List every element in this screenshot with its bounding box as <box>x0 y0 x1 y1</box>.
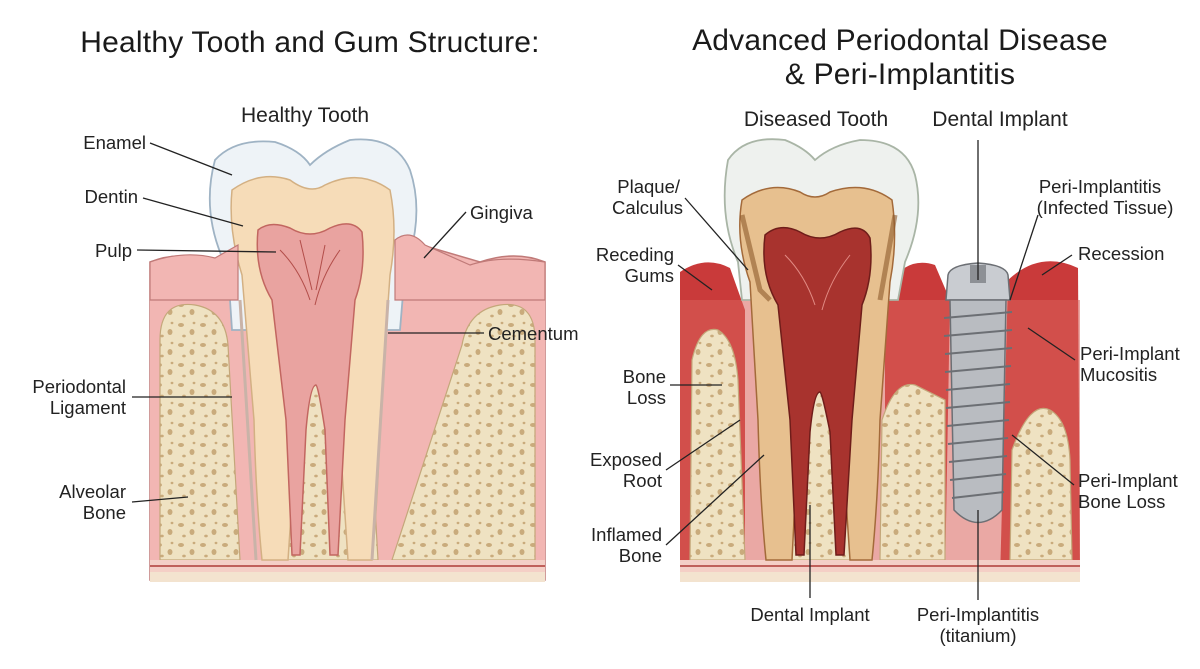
label-bottom-peri-implantitis-2: (titanium) <box>939 625 1017 646</box>
label-peri-implantitis-infected-1: Peri-Implantitis <box>1038 176 1162 197</box>
label-periodontal-ligament-2: Ligament <box>49 397 126 418</box>
right-pulp <box>763 226 872 556</box>
label-bone-loss-2: Loss <box>626 387 666 408</box>
left-subtitle: Healthy Tooth <box>240 104 370 127</box>
left-pulp <box>256 223 364 556</box>
label-bottom-peri-implantitis-1: Peri-Implantitis <box>916 604 1040 625</box>
label-peri-implantitis-infected-2: (Infected Tissue) <box>1036 197 1174 218</box>
right-leader-lines <box>665 140 1076 600</box>
label-peri-implant-bone-loss-1: Peri-Implant <box>1078 470 1178 491</box>
label-gingiva: Gingiva <box>470 202 533 223</box>
label-peri-implant-bone-loss-2: Bone Loss <box>1078 491 1166 512</box>
right-subtitle-tooth: Diseased Tooth <box>743 108 889 131</box>
left-title: Healthy Tooth and Gum Structure: <box>80 26 540 59</box>
left-leader-lines <box>131 142 484 503</box>
right-title-line-1: Advanced Periodontal Disease <box>692 24 1108 57</box>
label-receding-gums-1: Receding <box>595 244 674 265</box>
label-receding-gums-2: Gums <box>624 265 674 286</box>
label-peri-implant-mucositis-1: Peri-Implant <box>1080 343 1180 364</box>
label-periodontal-ligament-1: Periodontal <box>32 376 126 397</box>
label-bone-loss-1: Bone <box>622 366 666 387</box>
label-dentin: Dentin <box>84 186 138 207</box>
label-plaque-1: Plaque/ <box>617 176 680 197</box>
label-inflamed-bone-2: Bone <box>618 545 662 566</box>
implant-threads <box>943 311 1013 499</box>
label-exposed-root-1: Exposed <box>590 449 662 470</box>
label-enamel: Enamel <box>83 132 146 153</box>
label-recession: Recession <box>1078 243 1165 264</box>
label-cementum: Cementum <box>488 323 579 344</box>
label-bottom-dental-implant: Dental Implant <box>750 604 870 625</box>
label-alveolar-bone-2: Bone <box>82 502 126 523</box>
label-plaque-2: Calculus <box>612 197 683 218</box>
label-pulp: Pulp <box>94 240 132 261</box>
label-peri-implant-mucositis-2: Mucositis <box>1080 364 1158 385</box>
label-alveolar-bone-1: Alveolar <box>59 481 126 502</box>
right-title-line-2: & Peri-Implantitis <box>784 58 1016 91</box>
right-subtitle-implant: Dental Implant <box>932 108 1068 131</box>
label-exposed-root-2: Root <box>622 470 662 491</box>
implant-body <box>945 262 1011 524</box>
label-inflamed-bone-1: Inflamed <box>591 524 662 545</box>
